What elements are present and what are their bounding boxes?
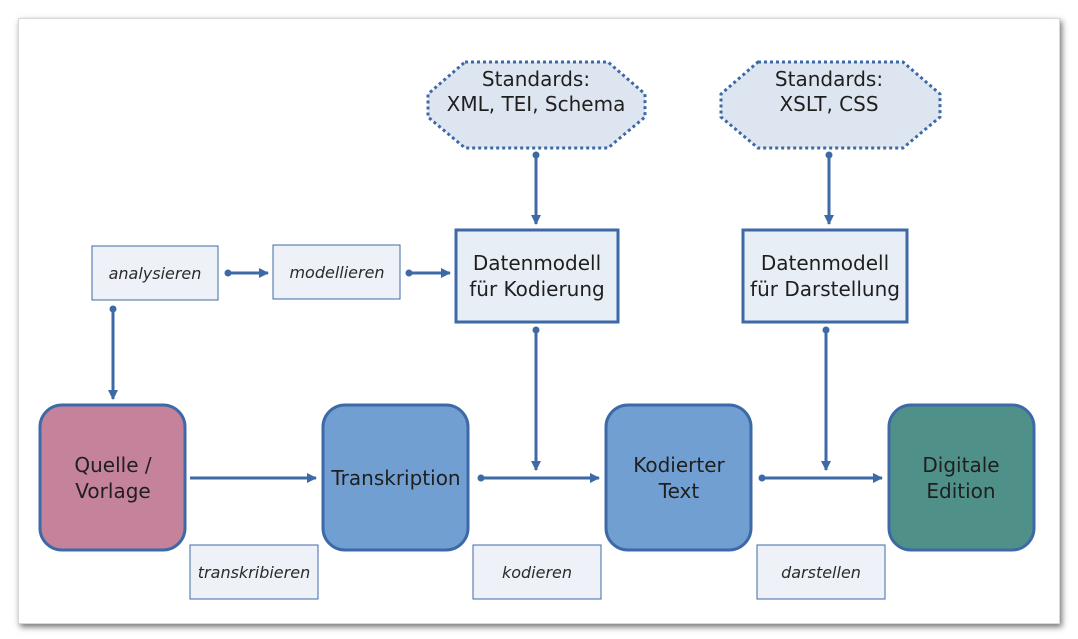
digitale-edition-node: Digitale Edition [887, 403, 1036, 552]
digitale-edition-line2: Edition [926, 479, 995, 503]
label-analysieren: analysieren [91, 245, 219, 301]
standards-xslt-node: Standards: XSLT, CSS [719, 60, 942, 150]
label-kodieren: kodieren [472, 544, 602, 600]
svg-text:kodieren: kodieren [502, 563, 572, 582]
label-transkribieren: transkribieren [189, 544, 319, 600]
standards-xml-line1: Standards: [482, 67, 590, 91]
standards-xslt-line1: Standards: [775, 67, 883, 91]
transkription-node: Transkription [321, 403, 470, 552]
label-modellieren: modellieren [272, 244, 401, 300]
label-darstellen: darstellen [756, 544, 886, 600]
transkription-label: Transkription [330, 466, 460, 490]
svg-text:transkribieren: transkribieren [198, 563, 310, 582]
datenmodell-kodierung-line2: für Kodierung [469, 277, 604, 301]
standards-xml-line2: XML, TEI, Schema [447, 92, 626, 116]
arrow-start-dots [109, 151, 833, 482]
kodierter-text-line2: Text [658, 479, 700, 503]
svg-text:modellieren: modellieren [289, 263, 384, 282]
quelle-line2: Vorlage [75, 479, 150, 503]
quelle-line1: Quelle / [74, 453, 151, 477]
kodierter-text-node: Kodierter Text [604, 403, 753, 552]
datenmodell-darstellung-line2: für Darstellung [750, 277, 900, 301]
arrows [108, 155, 883, 483]
svg-text:analysieren: analysieren [109, 264, 202, 283]
datenmodell-kodierung-line1: Datenmodell [473, 251, 601, 275]
digitale-edition-line1: Digitale [922, 453, 999, 477]
quelle-vorlage-node: Quelle / Vorlage [38, 403, 187, 552]
standards-xslt-line2: XSLT, CSS [779, 92, 878, 116]
svg-text:darstellen: darstellen [781, 563, 861, 582]
datenmodell-darstellung-line1: Datenmodell [761, 251, 889, 275]
standards-xml-node: Standards: XML, TEI, Schema [426, 60, 647, 150]
kodierter-text-line1: Kodierter [633, 453, 725, 477]
datenmodell-darstellung-node: Datenmodell für Darstellung [741, 228, 909, 324]
datenmodell-kodierung-node: Datenmodell für Kodierung [454, 228, 620, 324]
